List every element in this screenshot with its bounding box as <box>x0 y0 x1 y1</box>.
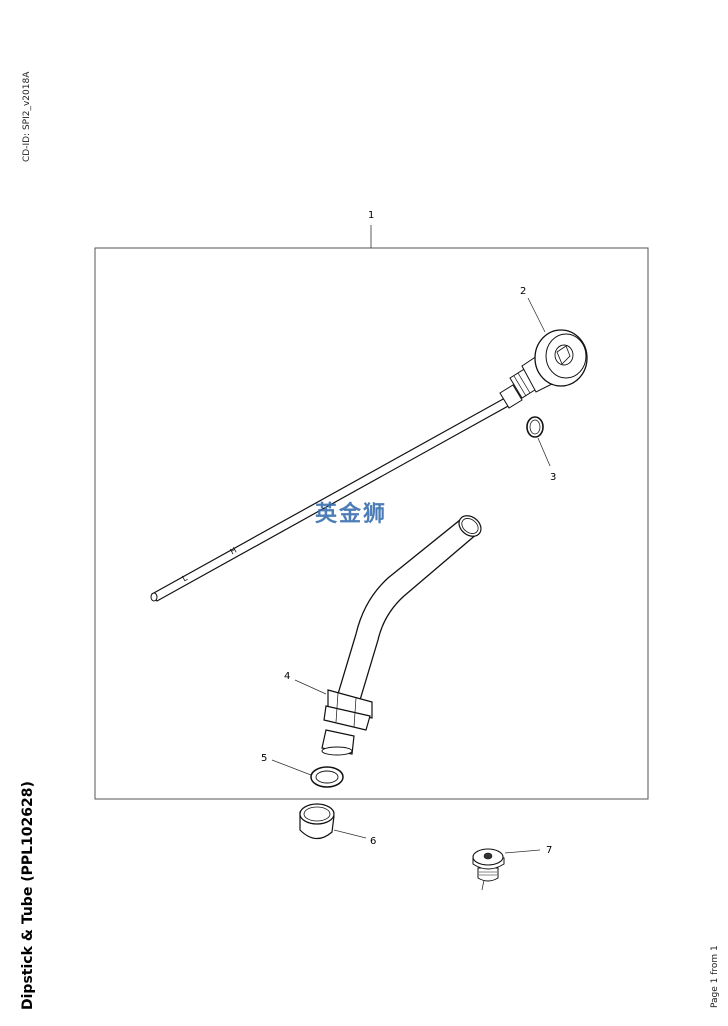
leader-line-2 <box>527 297 546 333</box>
callout-3: 3 <box>550 472 556 483</box>
callout-5: 5 <box>261 753 267 764</box>
callout-4: 4 <box>284 671 290 682</box>
dipstick: L H <box>150 353 557 602</box>
dipstick-handle <box>534 329 588 387</box>
callout-6: 6 <box>370 836 376 847</box>
callout-2: 2 <box>520 286 526 297</box>
dipstick-mark-low: L <box>181 573 190 583</box>
dipstick-mark-high: H <box>229 546 239 557</box>
leader-line-4 <box>294 679 327 695</box>
leader-line-5 <box>271 759 312 776</box>
callout-1: 1 <box>368 210 374 221</box>
watermark: 英金狮 <box>315 502 388 527</box>
leader-line-3 <box>537 437 551 467</box>
plug <box>472 848 505 882</box>
callout-7: 7 <box>546 845 552 856</box>
dipstick-tube <box>321 515 482 756</box>
leader-line-6 <box>333 829 367 839</box>
sealing-washer <box>310 766 344 788</box>
o-ring <box>526 416 544 438</box>
kit-frame <box>94 247 649 800</box>
sleeve <box>299 803 335 840</box>
leader-line-7 <box>504 849 541 854</box>
